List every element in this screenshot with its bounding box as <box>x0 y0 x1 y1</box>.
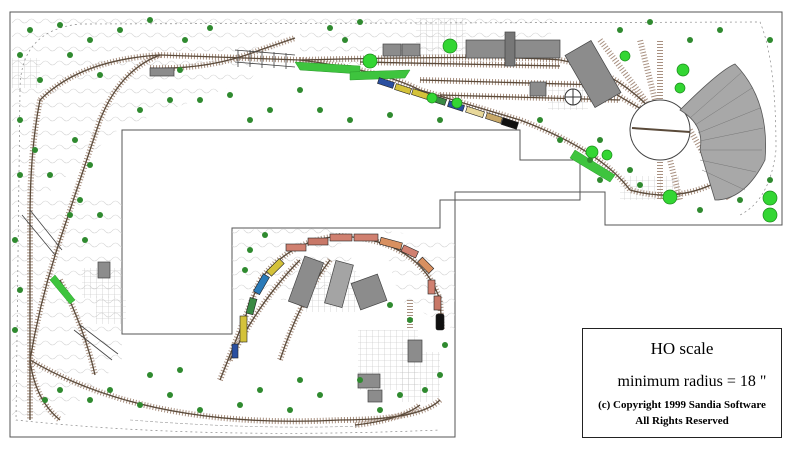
road <box>129 419 361 428</box>
roundhouse <box>679 63 766 201</box>
buildings <box>97 31 622 403</box>
bridges <box>21 49 296 361</box>
turntable <box>629 99 691 161</box>
trees <box>12 17 773 413</box>
minimum-radius-label: minimum radius = 18 " <box>617 373 767 390</box>
turnouts <box>49 61 616 305</box>
baseboard-outline <box>9 11 783 438</box>
round-trees <box>362 38 778 223</box>
rights-text: All Rights Reserved <box>635 415 729 427</box>
train-lower <box>231 233 445 359</box>
copyright-text: (c) Copyright 1999 Sandia Software <box>598 399 766 411</box>
scale-label: HO scale <box>650 339 714 358</box>
plan-info-box: HO scale minimum radius = 18 " (c) Copyr… <box>582 328 782 438</box>
